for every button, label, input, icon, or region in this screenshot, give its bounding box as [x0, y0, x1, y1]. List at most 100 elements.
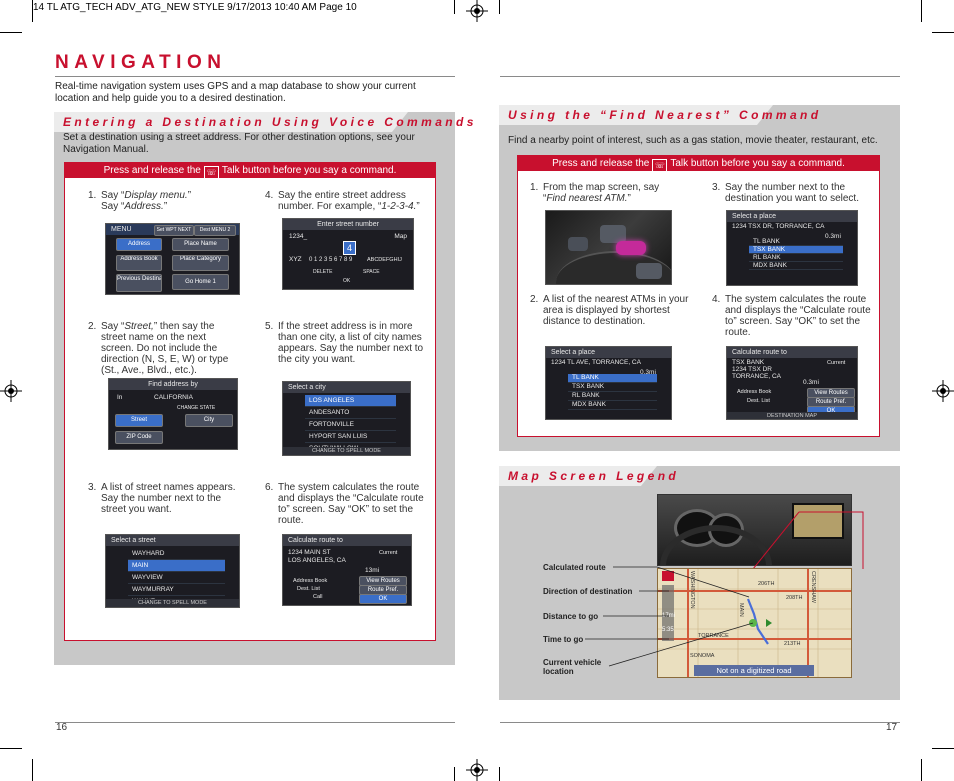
destination-address-line-2: LOS ANGELES, CA: [288, 557, 346, 564]
list-item[interactable]: HYPORT SAN LUIS: [305, 431, 396, 443]
city-button[interactable]: City: [185, 414, 233, 427]
section-tab: Entering a Destination Using Voice Comma…: [54, 112, 473, 132]
legend-label-direction: Direction of destination: [543, 587, 633, 596]
ok-button[interactable]: OK: [359, 594, 407, 604]
instruction-text: Talk button before you say a command.: [221, 165, 397, 176]
zip-code-button[interactable]: ZIP Code: [115, 431, 163, 444]
list-item[interactable]: TSX BANK: [568, 383, 657, 392]
back-button-icon: [636, 263, 662, 279]
entry-value: 1234_: [289, 233, 308, 240]
instruction-text: Talk button before you say a command.: [670, 158, 845, 169]
keyboard-alpha-2[interactable]: ABCDEFGHIJ: [367, 257, 402, 263]
spell-mode-button[interactable]: CHANGE TO SPELL MODE: [312, 448, 381, 454]
address-button[interactable]: Address: [116, 238, 162, 251]
ok-button[interactable]: OK: [343, 278, 351, 284]
place-distance: 0.3mi: [640, 369, 656, 376]
delete-button[interactable]: DELETE: [313, 269, 333, 275]
map-legend-panel: Map Screen Legend: [499, 466, 900, 700]
street-label: 213TH: [784, 641, 801, 647]
step-number: 2.: [530, 294, 539, 305]
crop-mark: [921, 0, 922, 22]
step-number: 4.: [265, 190, 274, 201]
step-number: 2.: [88, 321, 97, 332]
place-category-button[interactable]: Place Category: [172, 255, 229, 271]
list-item[interactable]: LOS ANGELES: [305, 395, 396, 407]
list-item[interactable]: WAYVIEW: [128, 572, 225, 584]
list-item[interactable]: MDX BANK: [749, 262, 843, 270]
street-button[interactable]: Street: [115, 414, 163, 427]
step-number: 4.: [712, 294, 721, 305]
section-heading: Using the “Find Nearest” Command: [508, 108, 822, 122]
step-1: 1.Say “Display menu.”Say “Address.”: [88, 190, 238, 212]
list-item[interactable]: MAIN: [128, 560, 225, 572]
set-waypoint-button[interactable]: Set WPT NEXT: [154, 225, 194, 236]
map-label: Map: [394, 233, 407, 240]
footer-rule: [500, 722, 900, 723]
keyboard-alpha[interactable]: XYZ: [289, 256, 302, 263]
page-title: NAVIGATION: [55, 52, 227, 73]
list-item[interactable]: TL BANK: [568, 374, 657, 383]
screen-title: Find address by: [148, 381, 198, 388]
destination-map-button[interactable]: DESTINATION MAP: [766, 413, 817, 419]
list-item[interactable]: RL BANK: [568, 392, 657, 401]
step-5: 5.If the street address is in more than …: [265, 321, 425, 365]
map-screen: Not on a digitized road 206TH 208TH TORR…: [657, 568, 852, 678]
section-tab: Using the “Find Nearest” Command: [499, 105, 900, 125]
step-text: Say “Display menu.”Say “Address.”: [101, 190, 192, 212]
state-value: CALIFORNIA: [154, 394, 194, 401]
step-text: A list of street names appears. Say the …: [101, 482, 236, 515]
list-item[interactable]: TSX BANK: [749, 246, 843, 254]
dest-list-button[interactable]: Dest. List: [747, 398, 770, 404]
registration-mark-icon: [466, 0, 488, 22]
address-book-button[interactable]: Address Book: [737, 389, 772, 395]
list-item[interactable]: TL BANK: [749, 238, 843, 246]
dest-list-button[interactable]: Dest. List: [297, 586, 320, 592]
intro-text: Real-time navigation system uses GPS and…: [55, 81, 416, 104]
step-3: 3.Say the number next to the destination…: [712, 182, 877, 204]
selected-digit[interactable]: 4: [343, 241, 356, 255]
step-number: 6.: [265, 482, 274, 493]
dest-menu-2-button[interactable]: Dest MENU 2: [194, 225, 236, 236]
step-2: 2.Say “Street,” then say the street name…: [88, 321, 238, 376]
step-number: 5.: [265, 321, 274, 332]
change-state-button[interactable]: CHANGE STATE: [177, 405, 216, 411]
list-item[interactable]: ANDERMAN POINT: [305, 455, 396, 456]
section-heading: Map Screen Legend: [508, 469, 680, 483]
previous-destinations-button[interactable]: Previous Destinations: [116, 274, 162, 292]
space-button[interactable]: SPACE: [363, 269, 380, 275]
talk-button-icon: ☏: [203, 166, 219, 179]
destination-address-line-1: 1234 TSX DR: [732, 366, 772, 373]
distance-value: 13mi: [365, 567, 380, 574]
spell-mode-button[interactable]: CHANGE TO SPELL MODE: [138, 600, 207, 606]
list-item[interactable]: RL BANK: [749, 254, 843, 262]
place-address: 1234 TL AVE, TORRANCE, CA: [551, 359, 641, 366]
list-item[interactable]: WAYMURRAY: [128, 584, 225, 596]
map-roads: [658, 569, 851, 677]
place-name-button[interactable]: Place Name: [172, 238, 229, 251]
list-item[interactable]: WAYHARD: [128, 548, 225, 560]
keyboard-digits[interactable]: 0 1 2 3 5 6 7 8 9: [309, 257, 353, 263]
list-item[interactable]: ANDESANTO: [305, 407, 396, 419]
print-slug: 14 TL ATG_TECH ADV_ATG_NEW STYLE 9/17/20…: [33, 2, 357, 13]
list-item[interactable]: FORTONVILLE: [305, 419, 396, 431]
legend-label-calculated-route: Calculated route: [543, 563, 606, 572]
step-1: 1.From the map screen, say“Find nearest …: [530, 182, 700, 204]
step-2: 2.A list of the nearest ATMs in your are…: [530, 294, 700, 327]
step-3: 3.A list of street names appears. Say th…: [88, 482, 238, 515]
step-number: 1.: [530, 182, 539, 193]
address-book-button[interactable]: Address Book: [293, 578, 328, 584]
call-button[interactable]: Call: [313, 594, 323, 600]
screen-title: Enter street number: [317, 221, 379, 228]
title-rule: [500, 76, 900, 77]
steps-box: Press and release the☏Talk button before…: [517, 155, 880, 437]
street-label: CRENSHAW: [810, 571, 816, 603]
street-label: TORRANCE: [698, 633, 729, 639]
address-book-button[interactable]: Address Book: [116, 255, 162, 271]
talk-button-icon: ☏: [652, 159, 668, 172]
registration-mark-icon: [0, 380, 22, 402]
list-item[interactable]: MDX BANK: [568, 401, 657, 410]
page-number-left: 16: [56, 722, 68, 733]
footer-rule: [55, 722, 455, 723]
go-home-button[interactable]: Go Home 1: [172, 274, 229, 290]
